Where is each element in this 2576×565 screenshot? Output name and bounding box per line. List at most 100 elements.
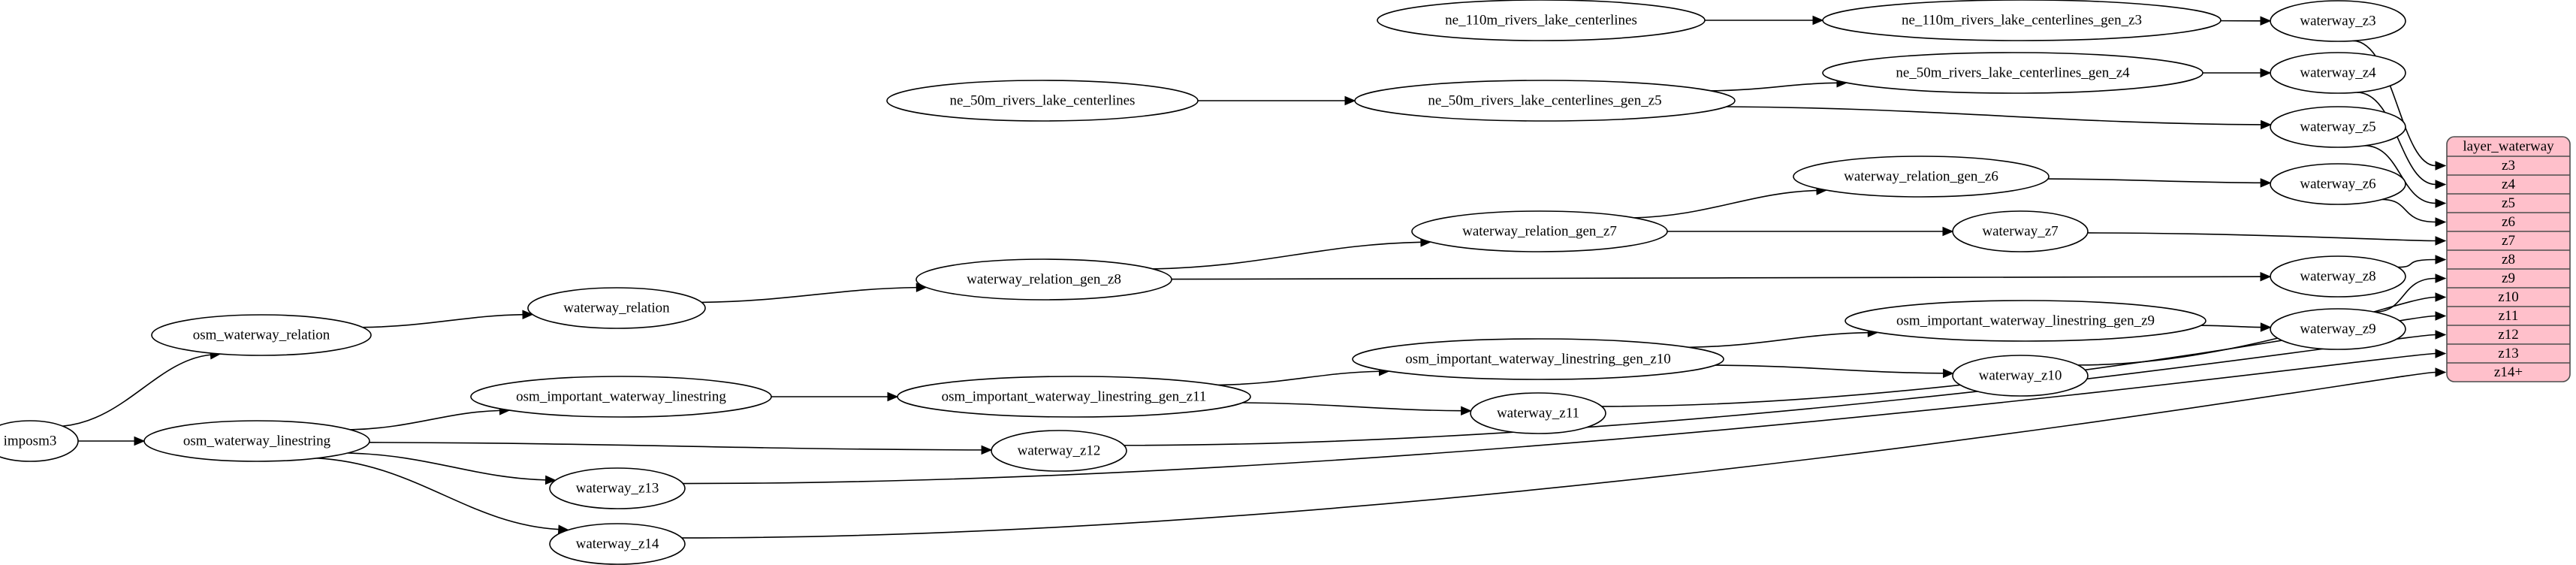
node-waterway_z4[interactable]: waterway_z4 [2270,52,2406,94]
node-osm_waterway_relation[interactable]: osm_waterway_relation [151,314,372,356]
node-waterway_relation_gen_z8[interactable]: waterway_relation_gen_z8 [915,258,1172,301]
node-label-waterway_relation_gen_z8: waterway_relation_gen_z8 [967,271,1121,287]
node-imposm3[interactable]: imposm3 [0,420,79,462]
node-label-waterway_z13: waterway_z13 [576,480,659,496]
edge-arrowhead [2260,68,2272,78]
node-waterway_z12[interactable]: waterway_z12 [991,430,1127,472]
node-ne_50m_rivers_lake_centerlines[interactable]: ne_50m_rivers_lake_centerlines [886,80,1199,122]
node-shape-waterway_z11 [1470,392,1606,434]
node-waterway_z11[interactable]: waterway_z11 [1470,392,1606,434]
node-shape-osm_important_waterway_linestring_gen_z11 [897,376,1251,418]
layer-table-row-z5[interactable]: z5 [2502,195,2515,211]
node-shape-waterway_z14 [549,523,686,565]
node-shape-waterway_relation_gen_z7 [1411,210,1668,252]
node-label-osm_important_waterway_linestring_gen_z10: osm_important_waterway_linestring_gen_z1… [1405,351,1671,367]
node-label-waterway_z5: waterway_z5 [2300,119,2375,134]
node-waterway_z6[interactable]: waterway_z6 [2270,163,2406,205]
node-ne_110m_rivers_lake_centerlines[interactable]: ne_110m_rivers_lake_centerlines [1377,0,1706,41]
node-label-ne_50m_rivers_lake_centerlines_gen_z5: ne_50m_rivers_lake_centerlines_gen_z5 [1428,92,1661,108]
layer-table-row-z9[interactable]: z9 [2502,270,2515,286]
layer-table-row-z7[interactable]: z7 [2502,233,2515,249]
edge-osm_waterway_relation-to-waterway_relation [363,313,524,328]
node-shape-waterway_relation_gen_z6 [1793,156,2050,198]
node-shape-waterway_z9 [2270,308,2406,350]
node-shape-ne_50m_rivers_lake_centerlines_gen_z4 [1822,52,2203,94]
node-ne_50m_rivers_lake_centerlines_gen_z5[interactable]: ne_50m_rivers_lake_centerlines_gen_z5 [1354,80,1736,122]
node-label-waterway_z8: waterway_z8 [2300,268,2375,284]
edge-waterway_z5-to-layer_waterway-z5 [2364,145,2436,204]
node-label-osm_important_waterway_linestring: osm_important_waterway_linestring [516,388,726,404]
node-waterway_z13[interactable]: waterway_z13 [549,467,686,509]
node-waterway_relation_gen_z7[interactable]: waterway_relation_gen_z7 [1411,210,1668,252]
node-label-waterway_z7: waterway_z7 [1982,223,2058,239]
node-shape-waterway_z4 [2270,52,2406,94]
node-label-waterway_z14: waterway_z14 [576,536,659,551]
node-osm_waterway_linestring[interactable]: osm_waterway_linestring [143,420,370,462]
node-shape-ne_50m_rivers_lake_centerlines [886,80,1199,122]
node-osm_important_waterway_linestring_gen_z10[interactable]: osm_important_waterway_linestring_gen_z1… [1352,338,1724,380]
edge-arrowhead [2260,322,2272,332]
node-waterway_z10[interactable]: waterway_z10 [1952,355,2089,397]
node-label-waterway_z4: waterway_z4 [2300,65,2376,80]
node-shape-waterway_z7 [1952,210,2089,252]
edge-waterway_z8-to-layer_waterway-z8 [2397,258,2436,268]
node-label-ne_50m_rivers_lake_centerlines: ne_50m_rivers_lake_centerlines [950,92,1136,108]
edge-arrowhead [1812,15,1824,26]
layer-table-row-z3[interactable]: z3 [2502,158,2515,174]
node-label-waterway_relation: waterway_relation [563,300,670,316]
edge-waterway_z14-to-layer_waterway-z14- [681,371,2436,539]
edge-arrowhead [2435,236,2447,246]
node-waterway_z8[interactable]: waterway_z8 [2270,255,2406,298]
edge-arrowhead [2260,178,2272,188]
layer-table-row-z13[interactable]: z13 [2498,346,2518,361]
layer-table-row-z14plus[interactable]: z14+ [2494,364,2523,380]
node-shape-waterway_relation_gen_z8 [915,258,1172,301]
layer-table-row-z10[interactable]: z10 [2498,289,2518,305]
edge-arrowhead [2435,161,2447,171]
edge-waterway_relation_gen_z6-to-waterway_z6 [2047,178,2262,184]
node-shape-ne_110m_rivers_lake_centerlines_gen_z3 [1822,0,2222,41]
node-osm_important_waterway_linestring[interactable]: osm_important_waterway_linestring [470,376,772,418]
edge-imposm3-to-osm_waterway_relation [62,354,212,427]
edge-osm_important_waterway_linestring_gen_z11-to-waterway_z11 [1242,402,1462,412]
node-label-waterway_z10: waterway_z10 [1979,367,2062,383]
edge-arrowhead [2260,16,2272,26]
node-waterway_relation[interactable]: waterway_relation [527,287,706,329]
edge-waterway_z6-to-layer_waterway-z6 [2381,198,2436,223]
node-ne_110m_rivers_lake_centerlines_gen_z3[interactable]: ne_110m_rivers_lake_centerlines_gen_z3 [1822,0,2222,41]
node-waterway_z9[interactable]: waterway_z9 [2270,308,2406,350]
edge-waterway_z3-to-layer_waterway-z3 [2352,40,2436,167]
edge-osm_waterway_linestring-to-waterway_z13 [348,452,547,481]
node-osm_important_waterway_linestring_gen_z9[interactable]: osm_important_waterway_linestring_gen_z9 [1845,300,2206,342]
layer-table-row-z8[interactable]: z8 [2502,252,2515,267]
edge-arrowhead [2435,367,2447,377]
node-shape-osm_important_waterway_linestring_gen_z10 [1352,338,1724,380]
edge-waterway_relation_gen_z7-to-waterway_relation_gen_z6 [1634,189,1817,219]
node-shape-waterway_z13 [549,467,686,509]
edge-arrowhead [2435,198,2447,208]
edge-waterway_z13-to-layer_waterway-z13 [683,352,2436,485]
node-waterway_relation_gen_z6[interactable]: waterway_relation_gen_z6 [1793,156,2050,198]
node-ne_50m_rivers_lake_centerlines_gen_z4[interactable]: ne_50m_rivers_lake_centerlines_gen_z4 [1822,52,2203,94]
edge-arrowhead [522,310,534,319]
node-osm_important_waterway_linestring_gen_z11[interactable]: osm_important_waterway_linestring_gen_z1… [897,376,1251,418]
node-waterway_z3[interactable]: waterway_z3 [2270,0,2406,42]
edge-osm_important_waterway_linestring_gen_z9-to-waterway_z9 [2200,325,2262,328]
node-waterway_z5[interactable]: waterway_z5 [2270,106,2406,148]
layer-table-row-z12[interactable]: z12 [2498,327,2518,343]
node-shape-osm_waterway_linestring [143,420,370,462]
nodes-layer: imposm3 osm_waterway_relation osm_waterway… [0,0,2406,565]
edge-arrowhead [2435,180,2447,189]
layer-table-row-z4[interactable]: z4 [2502,177,2515,192]
edge-arrowhead [2435,292,2447,302]
node-label-ne_50m_rivers_lake_centerlines_gen_z4: ne_50m_rivers_lake_centerlines_gen_z4 [1896,65,2130,80]
node-waterway_z14[interactable]: waterway_z14 [549,523,686,565]
node-shape-osm_important_waterway_linestring_gen_z9 [1845,300,2206,342]
layer-table-row-z6[interactable]: z6 [2502,214,2515,230]
node-shape-ne_50m_rivers_lake_centerlines_gen_z5 [1354,80,1736,122]
layer-table-row-z11[interactable]: z11 [2499,308,2519,324]
node-label-osm_important_waterway_linestring_gen_z11: osm_important_waterway_linestring_gen_z1… [942,388,1207,404]
node-waterway_z7[interactable]: waterway_z7 [1952,210,2089,252]
